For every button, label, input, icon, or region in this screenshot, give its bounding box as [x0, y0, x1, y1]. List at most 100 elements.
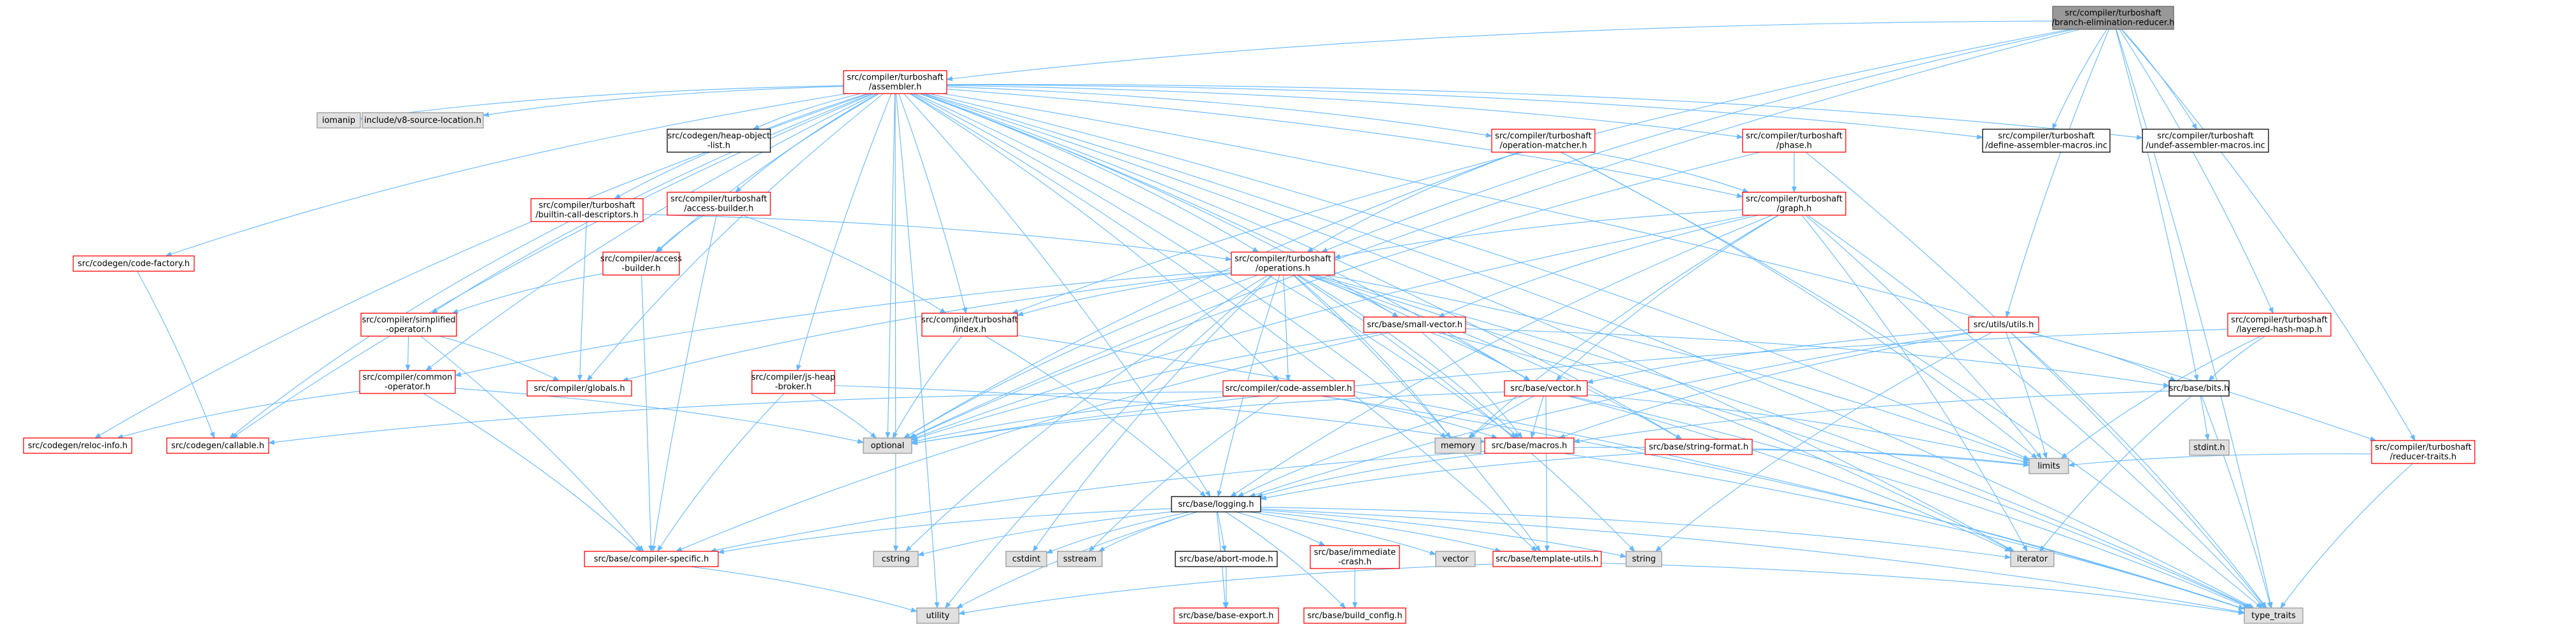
node-src-compiler-turboshaft-layered-hash-map-h[interactable]: src/compiler/turboshaft/layered-hash-map… — [2227, 313, 2332, 337]
node-box — [584, 551, 719, 567]
edge-operations-to-globals — [621, 272, 1232, 382]
node-src-compiler-access-builder-h[interactable]: src/compiler/access-builder.h — [600, 251, 682, 276]
node-src-compiler-turboshaft-phase-h[interactable]: src/compiler/turboshaft/phase.h — [1742, 129, 1846, 153]
node-src-base-small-vector-h[interactable]: src/base/small-vector.h — [1363, 316, 1466, 333]
node-src-compiler-simplified-operator-h[interactable]: src/compiler/simplified-operator.h — [360, 313, 457, 337]
edge-smallvector-to-typetraits — [1437, 332, 2252, 609]
node-box — [23, 437, 132, 454]
node-box — [863, 437, 912, 454]
edge-codeassembler-to-callable — [268, 391, 1224, 445]
node-src-compiler-turboshaft-access-builder-h[interactable]: src/compiler/turboshaft/access-builder.h — [667, 192, 771, 216]
node-src-base-bits-h[interactable]: src/base/bits.h — [2169, 380, 2230, 397]
node-src-compiler-code-assembler-h[interactable]: src/compiler/code-assembler.h — [1222, 380, 1355, 397]
node-box — [751, 370, 835, 394]
edge-assembler-to-optional — [885, 93, 896, 439]
node-src-compiler-turboshaft-reducer-traits-h[interactable]: src/compiler/turboshaft/reducer-traits.h — [2371, 440, 2475, 464]
node-src-base-build-config-h[interactable]: src/base/build_config.h — [1303, 607, 1406, 624]
node-box — [916, 607, 959, 624]
edge-smallvector-to-vector — [1430, 332, 1531, 381]
edge-assembler-to-utility — [895, 93, 940, 609]
node-label-line: /reducer-traits.h — [2390, 453, 2457, 462]
node-src-compiler-turboshaft-builtin-call-descriptors-h[interactable]: src/compiler/turboshaft/builtin-call-des… — [530, 198, 644, 222]
edge-operations-to-cstring — [905, 274, 1268, 552]
node-src-base-macros-h[interactable]: src/base/macros.h — [1484, 437, 1575, 454]
edge-assembler-to-phase — [946, 85, 1743, 139]
node-label-line: src/base/string-format.h — [1649, 442, 1748, 452]
node-src-base-logging-h[interactable]: src/base/logging.h — [1171, 496, 1261, 512]
node-sstream: sstream — [1057, 551, 1103, 567]
node-src-compiler-turboshaft-define-assembler-macros-inc[interactable]: src/compiler/turboshaft/define-assembler… — [1982, 129, 2111, 153]
edge-layeredhash-to-limits — [2060, 336, 2261, 459]
node-src-compiler-turboshaft-undef-assembler-macros-inc[interactable]: src/compiler/turboshaft/undef-assembler-… — [2142, 129, 2269, 153]
node-src-base-template-utils-h[interactable]: src/base/template-utils.h — [1492, 551, 1602, 567]
edge-vector-to-typetraits — [1570, 395, 2250, 609]
node-label-line: src/compiler/turboshaft — [847, 73, 944, 83]
node-label-line: src/compiler/turboshaft — [1998, 132, 2095, 141]
edge-utils-to-vector — [1587, 329, 1969, 384]
edge-assembler-to-macros — [915, 93, 1517, 439]
node-src-compiler-turboshaft-graph-h[interactable]: src/compiler/turboshaft/graph.h — [1742, 192, 1846, 216]
node-label-line: -builder.h — [621, 264, 660, 274]
edge-root-to-reducertraits — [2121, 29, 2416, 441]
edge-assembler-to-logging — [903, 93, 1211, 497]
node-label-line: cstdint — [1012, 555, 1040, 564]
node-label-line: src/base/abort-mode.h — [1179, 555, 1273, 564]
node-src-base-compiler-specific-h[interactable]: src/base/compiler-specific.h — [584, 551, 719, 567]
node-box — [2244, 607, 2304, 624]
node-label-line: -list.h — [707, 141, 730, 151]
node-box — [1645, 439, 1753, 455]
node-src-compiler-turboshaft-operations-h[interactable]: src/compiler/turboshaft/operations.h — [1231, 251, 1335, 276]
edge-utils-to-bits — [2027, 332, 2177, 381]
node-box — [1303, 607, 1406, 624]
node-src-codegen-code-factory-h[interactable]: src/codegen/code-factory.h — [73, 255, 195, 272]
edge-root-to-tsindex — [1012, 29, 2071, 314]
node-src-utils-utils-h[interactable]: src/utils/utils.h — [1968, 316, 2039, 333]
node-src-compiler-common-operator-h[interactable]: src/compiler/common-operator.h — [359, 370, 456, 394]
edge-macros-to-compilerspecific — [709, 451, 1485, 553]
edge-assembler-to-accessbuilder — [656, 93, 880, 253]
node-src-base-string-format-h[interactable]: src/base/string-format.h — [1645, 439, 1753, 455]
node-src-codegen-heap-object-list-h[interactable]: src/codegen/heap-object-list.h — [667, 129, 771, 153]
edge-logging-to-immediatecrash — [1236, 511, 1326, 546]
node-src-compiler-turboshaft-index-h[interactable]: src/compiler/turboshaft/index.h — [921, 313, 1018, 337]
node-box — [1434, 437, 1482, 454]
node-box — [1057, 551, 1103, 567]
node-box — [359, 370, 456, 394]
node-box — [1171, 496, 1261, 512]
node-box — [2010, 551, 2055, 567]
node-src-codegen-reloc-info-h[interactable]: src/codegen/reloc-info.h — [23, 437, 132, 454]
edge-macros-to-logging — [1256, 453, 1489, 498]
node-label-line: src/codegen/code-factory.h — [78, 259, 190, 269]
node-src-codegen-callable-h[interactable]: src/codegen/callable.h — [166, 437, 269, 454]
edge-templateutils-to-utility — [958, 563, 1494, 616]
edge-bits-to-typetraits — [2201, 395, 2272, 609]
edge-layeredhash-to-bits — [2208, 336, 2265, 381]
node-box — [1742, 192, 1846, 216]
node-src-base-vector-h[interactable]: src/base/vector.h — [1504, 380, 1588, 397]
node-src-base-base-export-h[interactable]: src/base/base-export.h — [1173, 607, 1279, 624]
node-src-base-abort-mode-h[interactable]: src/base/abort-mode.h — [1175, 551, 1278, 567]
node-src-compiler-globals-h[interactable]: src/compiler/globals.h — [527, 380, 632, 397]
node-label-line: -broker.h — [775, 383, 812, 392]
edge-logging-to-typetraits — [1260, 508, 2245, 614]
node-box — [1173, 607, 1279, 624]
node-src-base-immediate-crash-h[interactable]: src/base/immediate-crash.h — [1310, 545, 1400, 569]
node-label-line: src/base/vector.h — [1510, 384, 1581, 393]
node-stdint-h: stdint.h — [2189, 439, 2230, 456]
node-src-compiler-turboshaft-branch-elimination-reducer-h[interactable]: src/compiler/turboshaft/branch-eliminati… — [2052, 6, 2175, 30]
node-box — [1491, 129, 1596, 153]
node-label-line: src/compiler/turboshaft — [1746, 195, 1843, 204]
edge-root-to-optional — [909, 29, 2081, 439]
edge-smallvector-to-bits — [1465, 328, 2170, 388]
edge-assembler-to-commonop — [425, 93, 877, 371]
edge-commonop-to-compilerspecific — [423, 393, 642, 552]
node-label-line: /builtin-call-descriptors.h — [535, 211, 639, 220]
node-optional: optional — [863, 437, 912, 454]
edge-utils-to-limits — [2006, 332, 2048, 459]
node-src-compiler-js-heap-broker-h[interactable]: src/compiler/js-heap-broker.h — [751, 370, 835, 394]
node-src-compiler-turboshaft-operation-matcher-h[interactable]: src/compiler/turboshaft/operation-matche… — [1491, 129, 1596, 153]
node-src-compiler-turboshaft-assembler-h[interactable]: src/compiler/turboshaft/assembler.h — [843, 70, 947, 94]
node-box — [2371, 440, 2475, 464]
node-label-line: /graph.h — [1777, 204, 1812, 214]
edge-assembler-to-tsindex — [898, 93, 968, 314]
